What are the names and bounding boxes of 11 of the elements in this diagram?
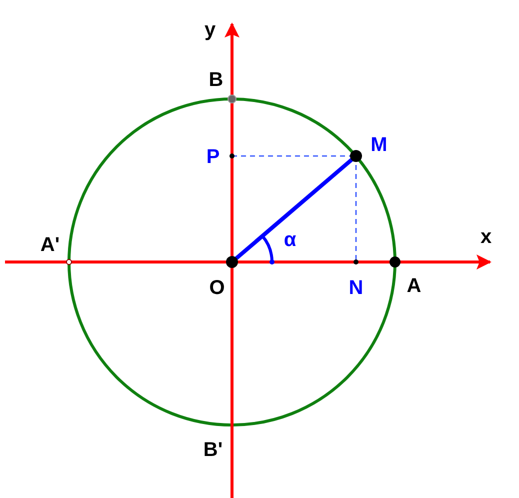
point-label: O xyxy=(209,277,225,299)
point-label: M xyxy=(370,134,388,156)
point-label: α xyxy=(284,229,296,251)
point-label: B' xyxy=(203,439,223,461)
point-label: x xyxy=(480,226,492,248)
point-label: P xyxy=(206,146,220,168)
point-label: A' xyxy=(40,234,60,256)
point-label: N xyxy=(348,277,364,299)
point-label: A xyxy=(406,275,422,297)
point-label: y xyxy=(204,19,216,41)
point-label: B xyxy=(208,69,224,91)
